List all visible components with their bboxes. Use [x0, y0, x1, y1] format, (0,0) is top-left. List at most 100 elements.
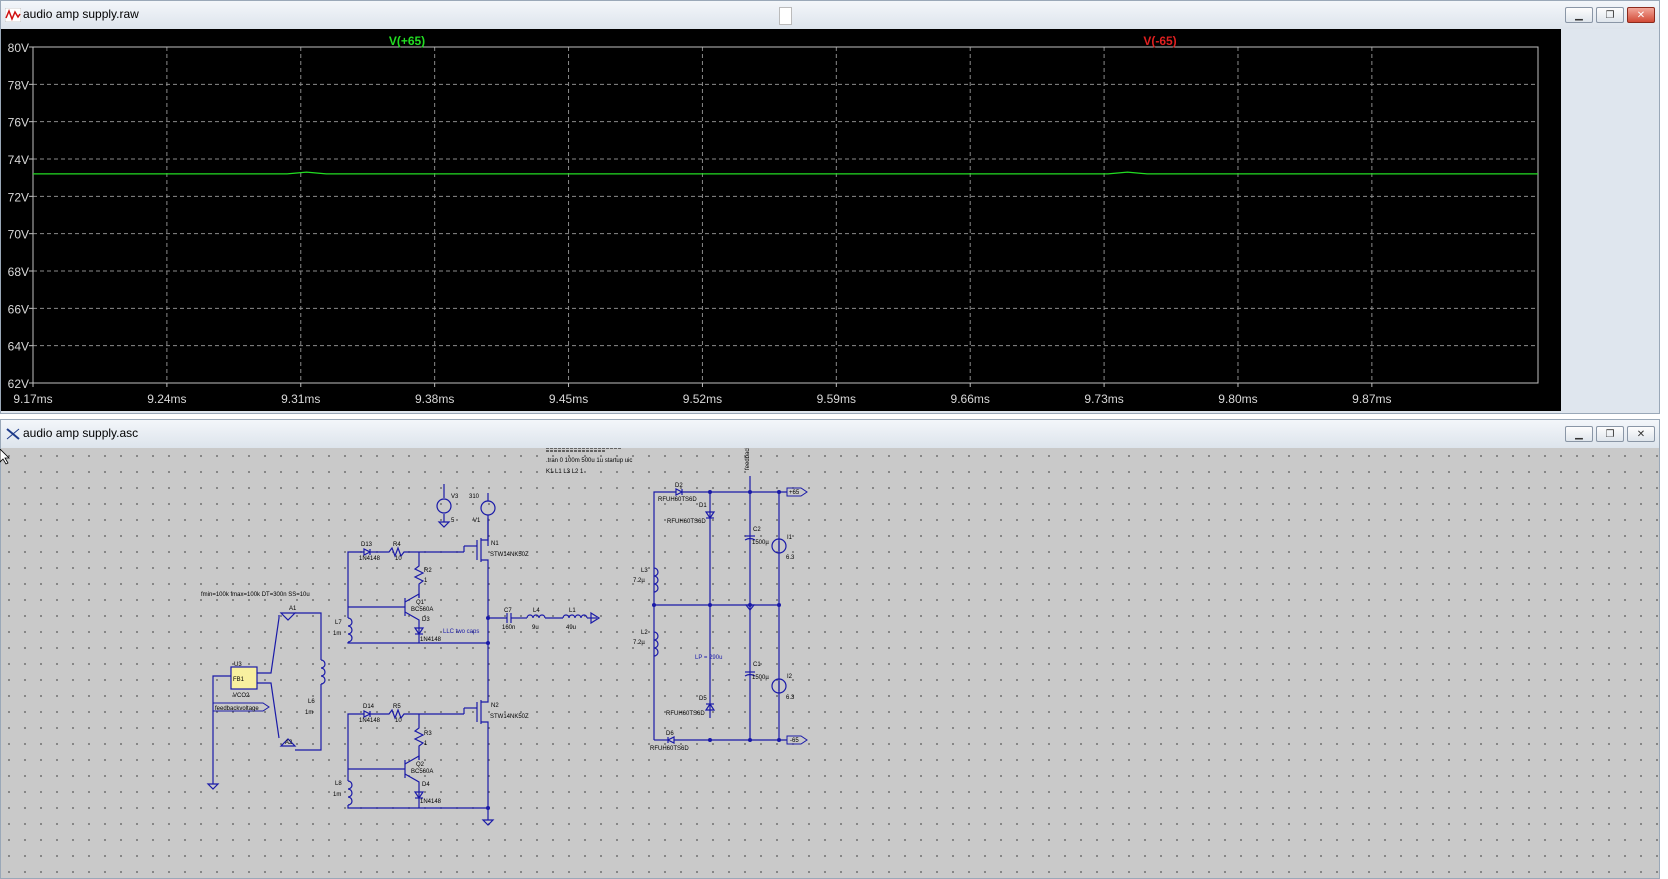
feedback-net-label[interactable]: feedback: [745, 448, 751, 470]
l4-value: 9u: [532, 625, 539, 631]
close-button[interactable]: ✕: [1627, 7, 1655, 23]
vco-section[interactable]: U3 FB1 VCO2 A1 A2 L6 1m feedbackvoltage: [206, 606, 326, 790]
x-tick-label: 9.17ms: [13, 392, 52, 406]
c2-label: C2: [753, 527, 761, 533]
plot-area[interactable]: [1, 29, 1561, 411]
r3-value: 1: [424, 741, 428, 747]
l1-value: 49u: [566, 625, 576, 631]
trace-legend-label[interactable]: V(+65): [389, 34, 425, 48]
y-tick-label: 62V: [8, 377, 29, 391]
u3-pin: FB1: [233, 677, 245, 683]
lp-note[interactable]: LP = 290u: [695, 655, 722, 661]
i1-label: I1: [787, 535, 793, 541]
schematic-app-icon: [6, 428, 20, 440]
l6-label: L6: [308, 699, 315, 705]
l6-value: 1m: [305, 710, 313, 716]
port-plus-65[interactable]: +65: [789, 490, 800, 496]
schematic-minimize-button[interactable]: ▁: [1565, 426, 1593, 442]
n1-model: STW14NK50Z: [490, 552, 529, 558]
d14-label: D14: [363, 704, 375, 710]
schematic-window: audio amp supply.asc ▁ ❐ ✕ .w { stroke:#…: [0, 419, 1660, 879]
source-v1[interactable]: 310 V1: [469, 493, 496, 546]
mosfet-n2[interactable]: N2 STW14NK50Z: [463, 616, 529, 826]
y-tick-label: 72V: [8, 190, 29, 204]
feedback-voltage-label[interactable]: feedbackvoltage: [215, 706, 259, 712]
d13-label: D13: [361, 542, 373, 548]
q2-model: BC560A: [411, 769, 433, 775]
l4-label: L4: [533, 608, 540, 614]
r3-label: R3: [424, 731, 432, 737]
l2-label: L2: [641, 630, 648, 636]
maximize-button[interactable]: ❐: [1596, 7, 1624, 23]
d4-model: 1N4148: [420, 799, 442, 805]
schematic-titlebar[interactable]: audio amp supply.asc ▁ ❐ ✕: [1, 420, 1659, 448]
y-tick-label: 74V: [8, 153, 29, 167]
plot-frame: [32, 46, 1539, 384]
i1-value: 6.3: [786, 555, 795, 561]
a1-label: A1: [289, 606, 297, 612]
mosfet-n1[interactable]: N1 STW14NK50Z: [463, 518, 529, 643]
d3-model: 1N4148: [420, 637, 442, 643]
y-tick-label: 68V: [8, 265, 29, 279]
x-tick-label: 9.31ms: [281, 392, 320, 406]
n1-label: N1: [491, 541, 499, 547]
v3-label: V3: [451, 494, 459, 500]
schematic-drawing[interactable]: .w { stroke:#1a1aa8; stroke-width:1.2; f…: [1, 448, 1659, 878]
x-tick-label: 9.52ms: [683, 392, 722, 406]
low-side-driver[interactable]: D14 1N4148 R5 10 R3 1 Q2 BC560A D4 1N414…: [333, 704, 488, 809]
trace-0: [33, 171, 1538, 175]
v3-value: 5: [451, 518, 455, 524]
d6-label: D6: [666, 731, 674, 737]
x-tick-label: 9.45ms: [549, 392, 588, 406]
c7-label: C7: [504, 608, 512, 614]
port-minus-65[interactable]: -65: [790, 738, 799, 744]
u3-label: U3: [234, 662, 242, 668]
source-v3[interactable]: V3 5: [436, 484, 459, 528]
d13-model: 1N4148: [359, 556, 381, 562]
rectifier-section[interactable]: D2 RFUH60TS6D D1 RFUH60TS6D feedback C2 …: [633, 448, 808, 752]
r2-value: 1: [424, 578, 428, 584]
llc-note[interactable]: LLC two caps: [443, 629, 479, 635]
schematic-maximize-button[interactable]: ❐: [1596, 426, 1624, 442]
x-tick-label: 9.24ms: [147, 392, 186, 406]
high-side-driver[interactable]: D13 1N4148 R4 10 R2 1 Q1 BC560A D3 1N414…: [333, 542, 488, 644]
n2-label: N2: [491, 703, 499, 709]
schematic-canvas[interactable]: [1, 448, 1659, 878]
r5-label: R5: [393, 704, 401, 710]
waveform-window: audio amp supply.raw ▁ ❐ ✕ 80V 78V 76V 74V 7…: [0, 0, 1660, 414]
title-grip[interactable]: [779, 7, 792, 25]
waveform-titlebar[interactable]: audio amp supply.raw ▁ ❐ ✕: [1, 1, 1659, 29]
trace-legend-label[interactable]: V(-65): [1143, 34, 1176, 48]
y-tick-label: 64V: [8, 340, 29, 354]
schematic-close-button[interactable]: ✕: [1627, 426, 1655, 442]
i2-label: I2: [787, 674, 793, 680]
c2-value: 1500µ: [752, 540, 769, 546]
l7-value: 1m: [333, 631, 341, 637]
u3-model: VCO2: [233, 693, 250, 699]
r2-label: R2: [424, 568, 432, 574]
d2-label: D2: [675, 483, 683, 489]
directive-tran[interactable]: .tran 0 100m 500u 1u startup uic: [546, 458, 632, 464]
l8-label: L8: [335, 781, 342, 787]
llc-output[interactable]: C7 160n L4 9u L1 49u LLC two caps: [443, 608, 601, 635]
d5-label: D5: [699, 696, 707, 702]
directive-coupling[interactable]: K1 L1 L3 L2 1: [546, 469, 584, 475]
y-tick-label: 78V: [8, 78, 29, 92]
minimize-button[interactable]: ▁: [1565, 7, 1593, 23]
y-tick-label: 76V: [8, 116, 29, 130]
y-tick-label: 66V: [8, 302, 29, 316]
a2-label: A2: [285, 740, 293, 746]
i2-value: 6.3: [786, 695, 795, 701]
d6-model: RFUH60TS6D: [650, 746, 689, 752]
l2-value: 7.2µ: [633, 640, 645, 646]
y-tick-label: 80V: [8, 41, 29, 55]
mouse-cursor-icon: [0, 449, 10, 465]
d4-label: D4: [422, 782, 430, 788]
param-text[interactable]: fmin=100k fmax=100k DT=300n SS=10u: [201, 592, 310, 598]
q1-model: BC560A: [411, 607, 433, 613]
v1-label: V1: [473, 518, 481, 524]
q2-label: Q2: [416, 762, 425, 768]
d2-model: RFUH60TS6D: [658, 497, 697, 503]
d14-model: 1N4148: [359, 718, 381, 724]
